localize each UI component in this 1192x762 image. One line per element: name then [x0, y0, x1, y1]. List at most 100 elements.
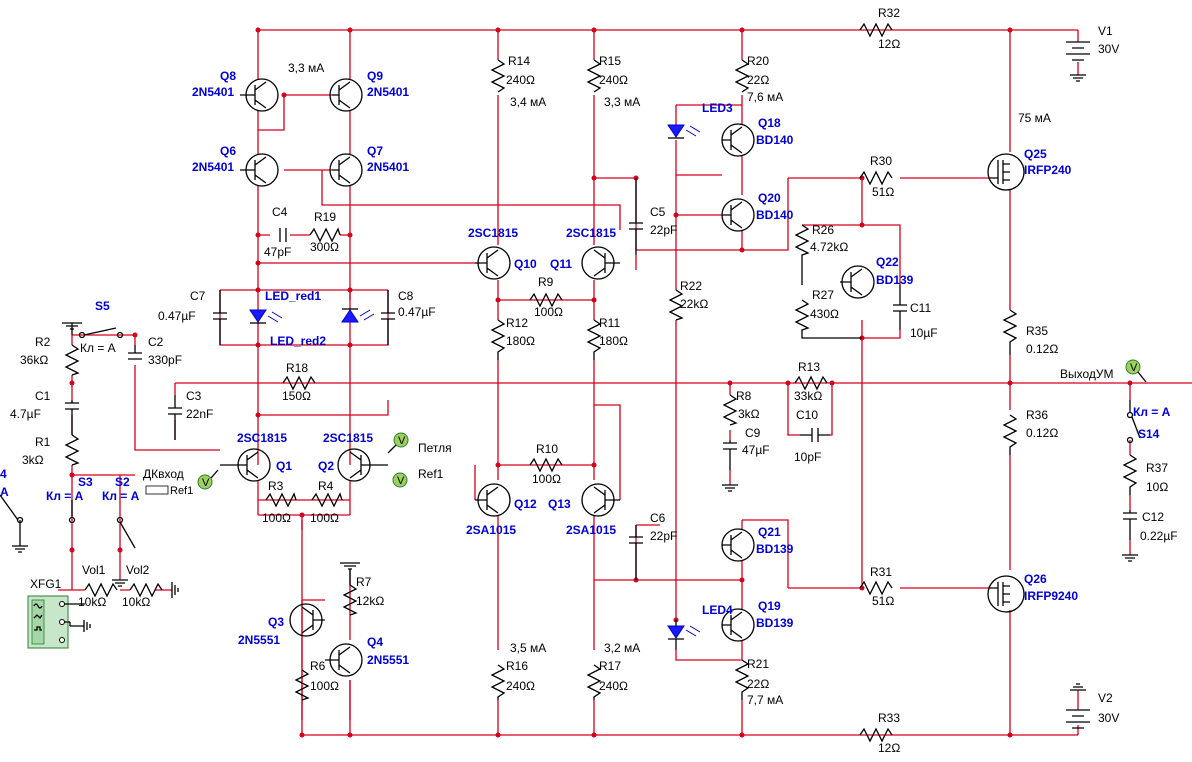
label-s4-key-part: A: [0, 485, 9, 499]
label-r26-val: 4.72kΩ: [810, 240, 848, 254]
transistor-q10: [475, 246, 511, 280]
transistor-q3: [289, 603, 325, 637]
transistor-q11: [581, 246, 620, 280]
label-q3-model: 2N5551: [238, 633, 280, 647]
label-q13-model: 2SA1015: [566, 523, 616, 537]
transistor-q21: [721, 528, 755, 562]
label-r20-cur: 7,6 мА: [747, 90, 783, 104]
label-r15: R15: [599, 54, 621, 68]
label-c4: C4: [272, 205, 288, 219]
mosfet-q26: [987, 575, 1025, 613]
transistor-q22: [840, 265, 875, 299]
label-s3: S3: [78, 475, 93, 489]
resistor-r31: [859, 580, 893, 596]
label-r3-val: 100Ω: [262, 511, 291, 525]
resistor-r4: [311, 492, 343, 508]
label-q21-model: BD139: [756, 542, 794, 556]
labels: Q8 2N5401 3,3 мА Q9 2N5401 Q6 2N5401 Q7 …: [0, 6, 1178, 755]
label-c8: C8: [398, 289, 414, 303]
resistor-r13: [794, 375, 828, 391]
label-r3: R3: [268, 479, 284, 493]
label-r33: R33: [878, 711, 900, 725]
label-q20-model: BD140: [756, 208, 794, 222]
battery-v1: [1066, 41, 1090, 61]
label-r31: R31: [870, 565, 892, 579]
label-q12: Q12: [514, 497, 537, 511]
transistor-q20: [721, 198, 755, 232]
label-r17-cur: 3,2 мА: [604, 641, 640, 655]
label-r12-val: 180Ω: [506, 334, 535, 348]
label-dk-input: ДКвход: [143, 467, 184, 481]
ref-connector: [145, 485, 169, 495]
label-r20: R20: [747, 54, 769, 68]
label-r10-val: 100Ω: [532, 472, 561, 486]
label-q20: Q20: [758, 191, 781, 205]
label-c12: C12: [1142, 510, 1164, 524]
label-q25-model: IRFP240: [1024, 163, 1072, 177]
label-c10: C10: [796, 408, 818, 422]
label-c1: C1: [35, 389, 51, 403]
label-c12-val: 0.22µF: [1140, 529, 1178, 543]
resistor-r27: [794, 299, 862, 339]
label-q4: Q4: [367, 635, 383, 649]
label-c11-val: 10µF: [910, 326, 938, 340]
switches: [0, 327, 1141, 549]
resistor-r12: [490, 319, 506, 360]
resistor-r30: [859, 170, 893, 186]
label-r16-val: 240Ω: [506, 679, 535, 693]
label-petlya: Петля: [418, 441, 452, 455]
capacitor-c4: [279, 228, 287, 242]
capacitor-c8: [381, 290, 395, 345]
label-q21: Q21: [758, 525, 781, 539]
resistor-r20: [734, 59, 750, 93]
capacitors: [65, 178, 1137, 580]
resistor-r26: [794, 224, 810, 285]
label-q12-model: 2SA1015: [466, 523, 516, 537]
label-c2: C2: [148, 335, 164, 349]
label-q2-model: 2SC1815: [323, 431, 373, 445]
capacitor-c12: [1123, 510, 1137, 540]
label-c9-val: 47µF: [742, 443, 770, 457]
label-r14: R14: [508, 54, 530, 68]
label-r27-val: 430Ω: [810, 307, 839, 321]
resistor-r32: [859, 22, 893, 38]
function-generator-xfg1: [27, 595, 85, 649]
switch-s5: [78, 327, 124, 339]
capacitor-c9: [723, 440, 737, 470]
label-s5: S5: [95, 299, 110, 313]
label-q6: Q6: [220, 144, 236, 158]
label-r6: R6: [310, 659, 326, 673]
label-q9: Q9: [367, 69, 383, 83]
label-dk-ref: Ref1: [170, 485, 193, 497]
label-r37-val: 10Ω: [1146, 480, 1168, 494]
label-r18-val: 150Ω: [282, 389, 311, 403]
label-q22: Q22: [876, 255, 899, 269]
label-s2-key: Кл = A: [102, 489, 140, 503]
label-r17: R17: [599, 659, 621, 673]
resistor-r2: [64, 344, 80, 376]
label-r11-val: 180Ω: [599, 334, 628, 348]
label-c2-val: 330pF: [148, 353, 182, 367]
resistor-r18: [282, 375, 316, 391]
resistor-r17: [586, 664, 602, 700]
probe-output: [1125, 359, 1147, 383]
capacitor-c11: [893, 285, 907, 330]
label-v1: V1: [1098, 24, 1113, 38]
label-c9: C9: [745, 426, 761, 440]
label-r8-val: 3kΩ: [738, 407, 760, 421]
resistor-vol2: [129, 582, 163, 598]
label-q11: Q11: [550, 257, 572, 271]
label-r8: R8: [736, 389, 752, 403]
label-v2: V2: [1098, 691, 1113, 705]
label-c4-val: 47pF: [264, 245, 291, 259]
label-q19: Q19: [758, 599, 781, 613]
probes: [145, 359, 1147, 495]
resistor-r6: [294, 669, 310, 701]
transistor-q1: [220, 448, 271, 482]
label-q10-model: 2SC1815: [468, 226, 518, 240]
label-q10: Q10: [514, 257, 537, 271]
label-r15-cur: 3,3 мА: [604, 95, 640, 109]
resistors: [64, 22, 1138, 743]
label-q18-model: BD140: [756, 133, 794, 147]
label-s4-part: 4: [0, 467, 7, 481]
